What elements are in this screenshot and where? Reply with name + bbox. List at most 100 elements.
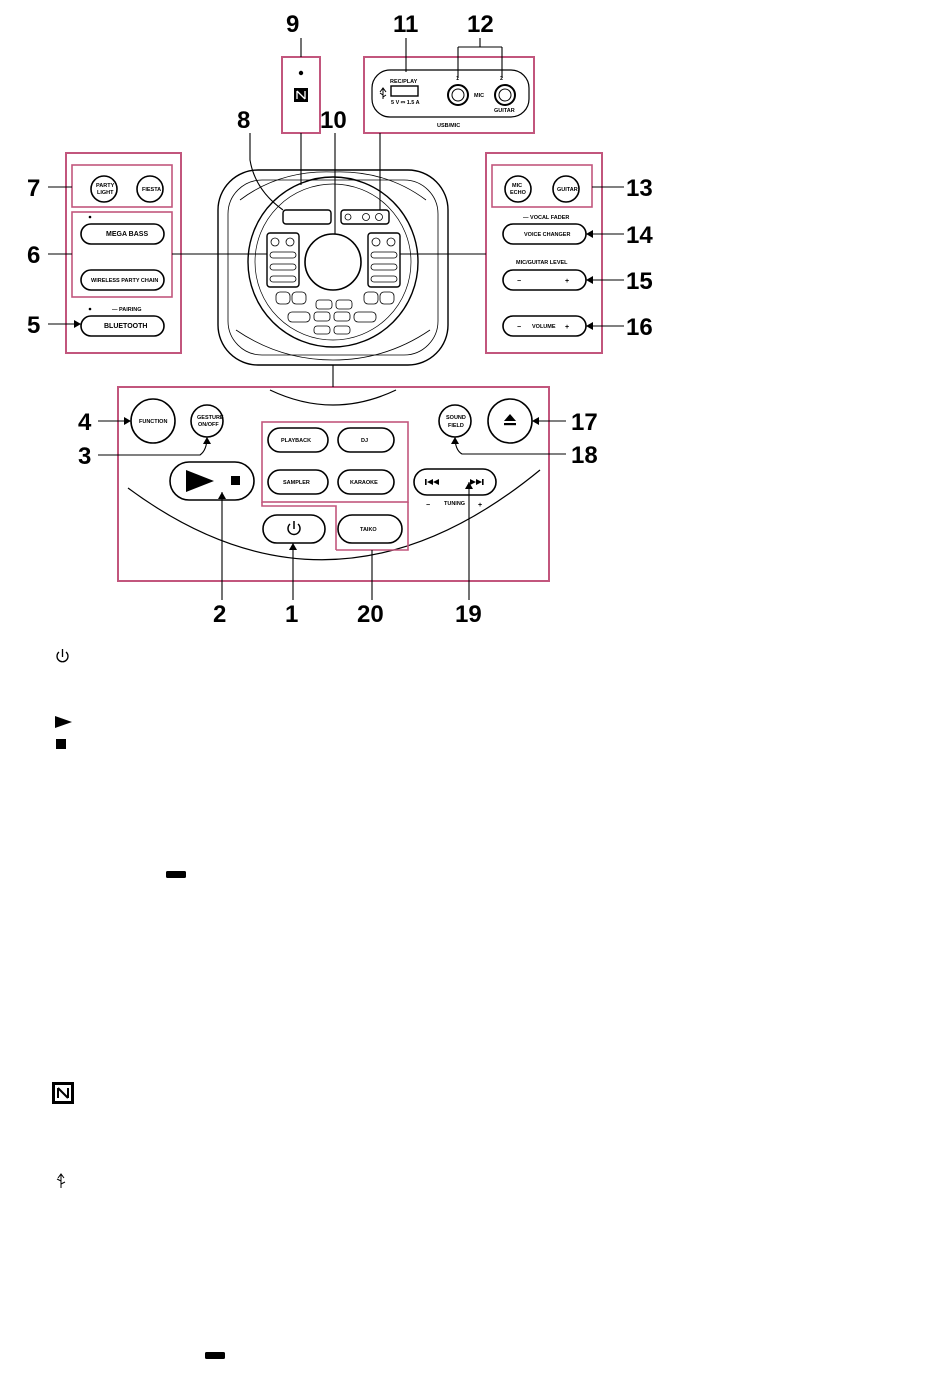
- karaoke-button[interactable]: [337, 469, 395, 495]
- play-icon: [55, 716, 72, 728]
- bluetooth-label: BLUETOOTH: [104, 323, 147, 330]
- play-stop-button[interactable]: [169, 461, 255, 501]
- vocal-fader-label: — VOCAL FADER: [523, 215, 569, 221]
- left-panel: PARTY LIGHT FIESTA MEGA BASS WIRELESS PA…: [65, 152, 182, 354]
- party-light-label-1: PARTY: [96, 183, 115, 189]
- usb-mic-label: USB/MIC: [437, 123, 460, 129]
- power-icon: [56, 649, 69, 663]
- callout-5: 5: [27, 312, 40, 339]
- callout-15: 15: [626, 268, 653, 295]
- voice-changer-label: VOICE CHANGER: [524, 232, 570, 238]
- callout-14: 14: [626, 222, 653, 249]
- nfc-panel: [281, 56, 321, 134]
- fiesta-label: FIESTA: [142, 187, 161, 193]
- callout-17: 17: [571, 409, 598, 436]
- guitar-button[interactable]: [552, 175, 580, 203]
- usb-icon: [56, 1173, 66, 1188]
- bluetooth-button[interactable]: [80, 315, 165, 337]
- mic-guitar-level-label: MIC/GUITAR LEVEL: [516, 260, 568, 266]
- sampler-label: SAMPLER: [283, 480, 310, 486]
- volume-label: VOLUME: [532, 324, 556, 330]
- guitar-label: GUITAR: [557, 187, 578, 193]
- gesture-label-1: GESTURE: [197, 415, 224, 421]
- mega-bass-button[interactable]: [80, 223, 165, 245]
- volume-minus: −: [517, 324, 521, 331]
- prev-track-icon: [425, 479, 439, 485]
- dj-label: DJ: [361, 438, 368, 444]
- usb-icon: [379, 87, 387, 99]
- mic-jack-1[interactable]: [447, 84, 469, 106]
- dj-button[interactable]: [337, 427, 395, 453]
- mega-bass-label: MEGA BASS: [106, 231, 148, 238]
- wireless-party-chain-button[interactable]: [80, 269, 165, 291]
- callout-16: 16: [626, 314, 653, 341]
- callout-12: 12: [467, 11, 494, 38]
- mic-level-plus: +: [565, 278, 569, 285]
- function-label: FUNCTION: [139, 419, 167, 425]
- nfc-icon: [52, 1082, 74, 1104]
- sound-field-button[interactable]: [438, 404, 472, 438]
- leader-arrows: [74, 230, 593, 550]
- minus-bar-icon: [205, 1352, 225, 1359]
- gesture-label-2: ON/OFF: [198, 422, 219, 428]
- mic-label: MIC: [474, 93, 484, 99]
- sound-field-label-2: FIELD: [448, 423, 464, 429]
- jack1-label: 1: [456, 76, 459, 82]
- taiko-button[interactable]: [337, 514, 403, 544]
- karaoke-label: KARAOKE: [350, 480, 378, 486]
- playback-button[interactable]: [267, 427, 329, 453]
- power-button[interactable]: [262, 514, 326, 544]
- callout-20: 20: [357, 601, 384, 628]
- legend-symbols: [52, 649, 225, 1359]
- callout-10: 10: [320, 107, 347, 134]
- playback-label: PLAYBACK: [281, 438, 311, 444]
- callout-9: 9: [286, 11, 299, 38]
- callout-13: 13: [626, 175, 653, 202]
- mic-guitar-level-button[interactable]: [502, 269, 587, 291]
- mic-echo-button[interactable]: [504, 175, 532, 203]
- nfc-icon: [294, 88, 308, 102]
- callout-8: 8: [237, 107, 250, 134]
- wireless-party-chain-label: WIRELESS PARTY CHAIN: [91, 278, 158, 284]
- minus-bar-icon: [166, 871, 186, 878]
- bottom-panel: FUNCTION GESTURE ON/OFF PLAYBACK DJ SAMP…: [117, 386, 550, 582]
- usb-rating-label: 5 V ⎓ 1.5 A: [391, 100, 420, 106]
- callout-4: 4: [78, 409, 92, 436]
- taiko-label: TAIKO: [360, 527, 377, 533]
- tuning-minus: −: [426, 502, 430, 509]
- sound-field-label-1: SOUND: [446, 415, 466, 421]
- pairing-label: — PAIRING: [112, 307, 142, 313]
- usb-port[interactable]: [390, 85, 419, 97]
- callout-numbers: 9 11 12 8 10 7 6 5 13 14 15 16 4 3 17 18…: [27, 11, 653, 628]
- sampler-button[interactable]: [267, 469, 329, 495]
- callout-7: 7: [27, 175, 40, 202]
- right-panel: MIC ECHO GUITAR — VOCAL FADER VOICE CHAN…: [485, 152, 603, 354]
- mic-echo-label-1: MIC: [512, 183, 522, 189]
- callout-3: 3: [78, 443, 91, 470]
- mic-guitar-jack-2[interactable]: [494, 84, 516, 106]
- fiesta-button[interactable]: [136, 175, 164, 203]
- callout-1: 1: [285, 601, 298, 628]
- jack2-label: 2: [500, 76, 503, 82]
- mic-level-minus: −: [517, 278, 521, 285]
- party-light-label-2: LIGHT: [97, 190, 114, 196]
- speaker-body: [217, 169, 449, 366]
- play-icon: [186, 470, 214, 492]
- callout-2: 2: [213, 601, 226, 628]
- rec-play-label: REC/PLAY: [390, 79, 418, 85]
- callout-19: 19: [455, 601, 482, 628]
- gesture-button[interactable]: [190, 404, 224, 438]
- leader-lines: [48, 38, 624, 600]
- stop-icon: [231, 476, 240, 485]
- next-track-icon: [470, 479, 484, 485]
- callout-6: 6: [27, 242, 40, 269]
- tuning-plus: +: [478, 502, 482, 509]
- guitar-jack-label: GUITAR: [494, 108, 515, 114]
- eject-icon: [504, 414, 516, 426]
- party-light-button[interactable]: [90, 175, 118, 203]
- volume-plus: +: [565, 324, 569, 331]
- stop-icon: [56, 739, 66, 749]
- tuning-button[interactable]: [413, 468, 497, 496]
- tuning-label: TUNING: [444, 501, 465, 507]
